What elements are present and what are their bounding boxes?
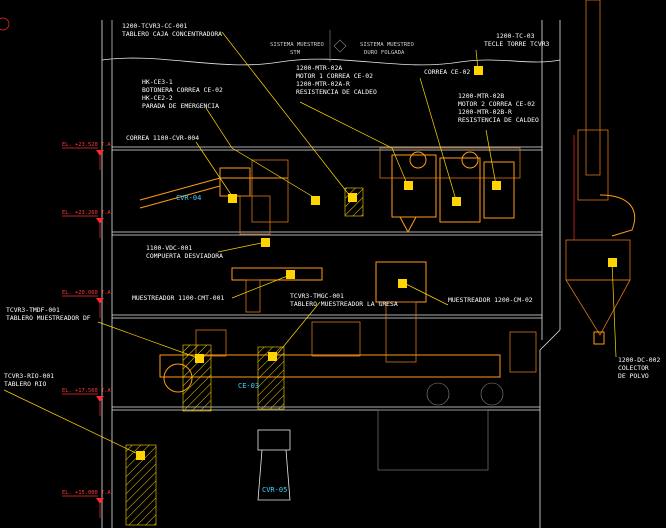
system-right-line2: DURO FOLGADA [364, 50, 405, 56]
leader-lines [3, 31, 617, 456]
svg-text:1200-MTR-02B-R: 1200-MTR-02B-R [458, 108, 512, 116]
system-right-line1: SISTEMA MUESTREO [360, 42, 415, 48]
svg-text:CORREA CE-02: CORREA CE-02 [424, 68, 470, 76]
label-correa-ce02: CORREA CE-02 [424, 68, 470, 76]
svg-text:EL. +15.000 T.A: EL. +15.000 T.A [62, 490, 111, 496]
svg-text:1200-DC-002: 1200-DC-002 [618, 356, 660, 364]
label-compuerta: 1100-VDC-001 COMPUERTA DESVIADORA [146, 244, 223, 260]
svg-text:1200-TCVR3-CC-001: 1200-TCVR3-CC-001 [122, 22, 188, 30]
svg-text:1200-MTR-02A: 1200-MTR-02A [296, 64, 342, 72]
svg-text:TCVR3-TMDF-001: TCVR3-TMDF-001 [6, 306, 60, 314]
svg-text:TECLE TORRE TCVR3: TECLE TORRE TCVR3 [484, 40, 550, 48]
elevation-23260: EL. +23.260 T.A [62, 210, 111, 238]
svg-text:1200-MTR-02A-R: 1200-MTR-02A-R [296, 80, 350, 88]
elevation-15000: EL. +15.000 T.A [62, 490, 111, 518]
svg-text:TCVR3-TMGC-001: TCVR3-TMGC-001 [290, 292, 344, 300]
svg-text:1200-MTR-02B: 1200-MTR-02B [458, 92, 504, 100]
label-tablero-df: TCVR3-TMDF-001 TABLERO MUESTREADOR DF [6, 306, 91, 322]
system-left-line2: STM [290, 50, 301, 56]
dust-collector-structure [565, 0, 636, 345]
system-left-line1: SISTEMA MUESTREO [270, 42, 325, 48]
svg-text:EL. +20.060 T.A: EL. +20.060 T.A [62, 290, 111, 296]
svg-text:MOTOR 2 CORREA CE-02: MOTOR 2 CORREA CE-02 [458, 100, 535, 108]
svg-text:BOTONERA CORREA CE-02: BOTONERA CORREA CE-02 [142, 86, 223, 94]
svg-text:1200-TC-03: 1200-TC-03 [496, 32, 535, 40]
label-motor2: 1200-MTR-02B MOTOR 2 CORREA CE-02 1200-M… [458, 92, 539, 124]
equipment-markers [136, 66, 617, 460]
label-colector: 1200-DC-002 COLECTOR DE POLVO [618, 356, 660, 380]
tag-cvr05: CVR-05 [262, 486, 287, 494]
label-tablero-gruesa: TCVR3-TMGC-001 TABLERO MUESTREADOR LA GR… [290, 292, 398, 308]
svg-text:COMPUERTA DESVIADORA: COMPUERTA DESVIADORA [146, 252, 223, 260]
svg-text:EL. +23.260 T.A: EL. +23.260 T.A [62, 210, 111, 216]
tag-cvr04: CVR-04 [176, 194, 201, 202]
svg-text:1100-VDC-001: 1100-VDC-001 [146, 244, 192, 252]
elevation-20060: EL. +20.060 T.A [62, 290, 111, 318]
label-tablero-caja: 1200-TCVR3-CC-001 TABLERO CAJA CONCENTRA… [122, 22, 222, 38]
svg-text:TABLERO MUESTREADOR DF: TABLERO MUESTREADOR DF [6, 314, 91, 322]
svg-text:DE POLVO: DE POLVO [618, 372, 649, 380]
svg-text:RESISTENCIA DE CALDEO: RESISTENCIA DE CALDEO [296, 88, 377, 96]
svg-text:CORREA 1100-CVR-004: CORREA 1100-CVR-004 [126, 134, 199, 142]
svg-text:TABLERO CAJA CONCENTRADORA: TABLERO CAJA CONCENTRADORA [122, 30, 222, 38]
label-tecle-torre: 1200-TC-03 TECLE TORRE TCVR3 [484, 32, 550, 48]
north-symbol-icon [0, 17, 10, 31]
svg-text:COLECTOR: COLECTOR [618, 364, 649, 372]
svg-text:PARADA DE EMERGENCIA: PARADA DE EMERGENCIA [142, 102, 219, 110]
svg-text:MUESTREADOR 1100-CMT-001: MUESTREADOR 1100-CMT-001 [132, 294, 224, 302]
svg-text:TABLERO RIO: TABLERO RIO [4, 380, 46, 388]
elevation-17560: EL. +17.560 T.A [62, 388, 111, 416]
svg-text:RESISTENCIA DE CALDEO: RESISTENCIA DE CALDEO [458, 116, 539, 124]
label-motor1: 1200-MTR-02A MOTOR 1 CORREA CE-02 1200-M… [296, 64, 377, 96]
tag-ce03: CE-03 [238, 382, 259, 390]
svg-text:EL. +17.560 T.A: EL. +17.560 T.A [62, 388, 111, 394]
svg-text:HK-CE3-1: HK-CE3-1 [142, 78, 173, 86]
label-muestreador-cm02: MUESTREADOR 1200-CM-02 [448, 296, 533, 304]
svg-text:TCVR3-RIO-001: TCVR3-RIO-001 [4, 372, 54, 380]
svg-text:HK-CE2-2: HK-CE2-2 [142, 94, 173, 102]
elevation-markers: EL. +23.520 T.A EL. +23.260 T.A EL. +20.… [62, 142, 111, 518]
svg-text:MOTOR 1 CORREA CE-02: MOTOR 1 CORREA CE-02 [296, 72, 373, 80]
elevation-23520: EL. +23.520 T.A [62, 142, 111, 170]
label-correa-1100: CORREA 1100-CVR-004 [126, 134, 199, 142]
label-muestreador-cmt: MUESTREADOR 1100-CMT-001 [132, 294, 224, 302]
svg-text:MUESTREADOR 1200-CM-02: MUESTREADOR 1200-CM-02 [448, 296, 533, 304]
label-tablero-rio: TCVR3-RIO-001 TABLERO RIO [4, 372, 54, 388]
svg-text:EL. +23.520 T.A: EL. +23.520 T.A [62, 142, 111, 148]
svg-text:TABLERO MUESTREADOR LA GRESA: TABLERO MUESTREADOR LA GRESA [290, 300, 398, 308]
label-botonera: HK-CE3-1 BOTONERA CORREA CE-02 HK-CE2-2 … [142, 78, 223, 110]
